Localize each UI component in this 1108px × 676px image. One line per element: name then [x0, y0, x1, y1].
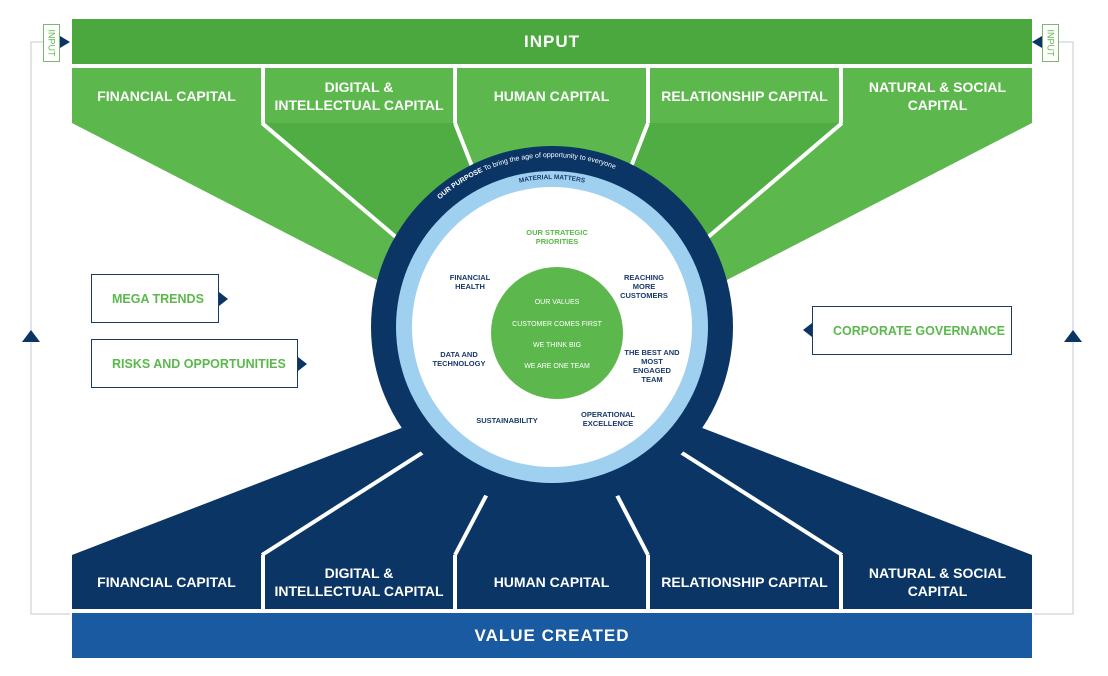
priority-data-technology: DATA AND TECHNOLOGY: [432, 350, 486, 368]
output-human-capital-label: HUMAN CAPITAL: [493, 574, 610, 590]
output-human-capital: HUMAN CAPITAL: [457, 555, 646, 609]
output-natural-social-capital-label: NATURAL & SOCIAL CAPITAL: [868, 565, 1007, 599]
input-financial-capital: FINANCIAL CAPITAL: [72, 68, 261, 123]
risks-opportunities-box: RISKS AND OPPORTUNITIES: [91, 339, 298, 388]
mega-trends-box: MEGA TRENDS: [91, 274, 219, 323]
input-human-capital-label: HUMAN CAPITAL: [493, 87, 610, 104]
left-input-tag-label: INPUT: [46, 29, 57, 57]
corporate-governance-box: CORPORATE GOVERNANCE: [812, 306, 1012, 355]
output-relationship-capital: RELATIONSHIP CAPITAL: [650, 555, 839, 609]
input-relationship-capital: RELATIONSHIP CAPITAL: [650, 68, 839, 123]
mega-trends-arrow-icon: [219, 292, 228, 306]
risks-opportunities-label: RISKS AND OPPORTUNITIES: [112, 356, 286, 371]
input-digital-intellectual-capital: DIGITAL & INTELLECTUAL CAPITAL: [265, 68, 453, 123]
value-created-label: VALUE CREATED: [474, 625, 630, 645]
output-relationship-capital-label: RELATIONSHIP CAPITAL: [661, 574, 828, 590]
left-up-arrow-icon: [22, 330, 40, 342]
values-disc: [491, 267, 623, 399]
output-natural-social-capital: NATURAL & SOCIAL CAPITAL: [843, 555, 1032, 609]
material-matters-text: MATERIAL MATTERS: [518, 174, 586, 185]
mega-trends-label: MEGA TRENDS: [112, 291, 204, 306]
priority-reaching-customers: REACHING MORE CUSTOMERS: [620, 273, 668, 300]
left-input-arrow-icon: [60, 36, 70, 48]
governance-arrow-icon: [803, 323, 812, 337]
values-panel: OUR VALUES CUSTOMER COMES FIRST WE THINK…: [491, 267, 623, 399]
input-natural-social-capital-label: NATURAL & SOCIAL CAPITAL: [868, 78, 1007, 113]
input-bar-label: INPUT: [524, 31, 580, 51]
input-digital-intellectual-capital-label: DIGITAL & INTELLECTUAL CAPITAL: [274, 78, 444, 113]
value-item: WE THINK BIG: [532, 342, 582, 349]
input-relationship-capital-label: RELATIONSHIP CAPITAL: [661, 87, 828, 104]
output-financial-capital: FINANCIAL CAPITAL: [72, 555, 261, 609]
input-natural-social-capital: NATURAL & SOCIAL CAPITAL: [843, 68, 1032, 123]
input-financial-capital-label: FINANCIAL CAPITAL: [97, 87, 236, 104]
right-feedback-line: [1032, 41, 1074, 615]
left-input-tag: INPUT: [43, 24, 60, 62]
right-input-arrow-icon: [1032, 36, 1042, 48]
priority-financial-health: FINANCIAL HEALTH: [449, 273, 491, 291]
input-human-capital: HUMAN CAPITAL: [457, 68, 646, 123]
output-digital-intellectual-capital: DIGITAL & INTELLECTUAL CAPITAL: [265, 555, 453, 609]
priority-operational-excellence: OPERATIONAL EXCELLENCE: [580, 410, 636, 428]
priority-best-team: THE BEST AND MOST ENGAGED TEAM: [624, 348, 680, 384]
left-feedback-line: [30, 41, 70, 615]
value-item: CUSTOMER COMES FIRST: [512, 321, 602, 328]
priority-sustainability: SUSTAINABILITY: [476, 416, 538, 425]
strategic-priorities-title: OUR STRATEGIC PRIORITIES: [526, 228, 588, 246]
corporate-governance-label: CORPORATE GOVERNANCE: [833, 323, 1006, 338]
right-up-arrow-icon: [1064, 330, 1082, 342]
values-title: OUR VALUES: [534, 299, 580, 306]
output-financial-capital-label: FINANCIAL CAPITAL: [97, 574, 236, 590]
output-digital-intellectual-capital-label: DIGITAL & INTELLECTUAL CAPITAL: [274, 565, 444, 599]
right-input-tag-label: INPUT: [1045, 29, 1056, 57]
value-item: WE ARE ONE TEAM: [524, 363, 590, 370]
right-input-tag: INPUT: [1042, 24, 1059, 62]
value-created-bar: VALUE CREATED: [72, 613, 1032, 658]
input-bar: INPUT: [72, 19, 1032, 64]
risks-arrow-icon: [298, 357, 307, 371]
